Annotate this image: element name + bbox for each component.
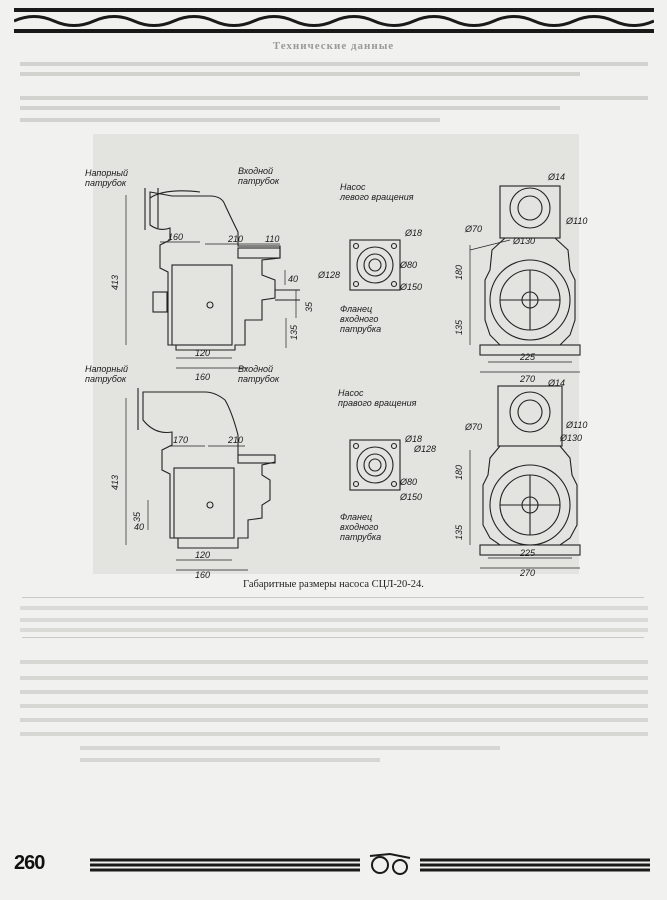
label-line: входного [340,314,378,324]
dim-label: Ø14 [547,378,565,388]
faded-text-line [20,718,648,722]
dim-label: 413 [110,275,120,290]
dim-label: 35 [304,301,314,312]
dim-label: 180 [454,465,464,480]
dim-label: 120 [195,550,210,560]
dim-label: 110 [265,234,279,244]
faded-text-line [20,62,648,66]
dim-label: 160 [195,372,210,382]
label-line: патрубка [340,532,381,542]
pump-front-view-bottom [479,385,581,556]
footer-ornament [90,852,650,875]
inlet-flange-bottom [349,439,401,491]
dim-label: Ø80 [399,260,417,270]
dim-label: 35 [132,511,142,522]
dim-label: 225 [519,352,536,362]
faded-text-line [20,660,648,664]
dimension-lines-bottom-right [469,450,580,569]
label-line: патрубок [238,176,280,186]
dim-label: 160 [195,570,210,578]
dim-label: Ø18 [404,434,422,444]
pump-front-view-top [479,185,581,356]
dim-label: Ø18 [404,228,422,238]
faded-text-line [20,606,648,610]
dimension-lines-bottom-left [125,398,248,571]
pump-side-view-bottom [137,388,276,549]
inlet-flange-top [349,239,401,291]
label-line: правого вращения [338,398,417,408]
header-ornament [14,8,654,33]
faded-table-rule [22,597,644,598]
label-line: патрубок [238,374,280,384]
faded-text-line [20,732,648,736]
dim-label: Ø70 [464,422,482,432]
dim-label: 210 [227,234,243,244]
dim-label: 270 [519,374,535,384]
faded-table-rule [22,637,644,638]
emblem-icon [369,852,411,875]
dim-label: Ø150 [399,492,422,502]
faded-text-line [20,72,580,76]
dim-label: Ø130 [559,433,582,443]
faded-text-line [20,676,648,680]
faded-text-line [20,618,648,622]
dim-label: Ø70 [464,224,482,234]
dim-label: 225 [519,548,536,558]
label-line: патрубок [85,178,127,188]
label-line: патрубок [85,374,127,384]
dim-label: Ø128 [413,444,436,454]
dim-label: 120 [195,348,210,358]
faded-text-line [20,690,648,694]
dim-label: 413 [110,475,120,490]
dim-label: Ø110 [565,420,587,430]
dim-label: Ø128 [317,270,340,280]
dim-label: Ø150 [399,282,422,292]
dim-label: 210 [227,435,243,445]
dim-label: Ø80 [399,477,417,487]
dim-label: 270 [519,568,535,578]
dim-label: 40 [134,522,144,532]
faded-text-line [80,746,500,750]
faded-text-line [20,106,560,110]
section-title: Технические данные [272,40,395,52]
dim-label: Ø14 [547,172,565,182]
dim-label: Ø110 [565,216,587,226]
dim-label: Ø130 [512,236,535,246]
label-line: входного [340,522,378,532]
faded-text-line [20,628,648,632]
dim-label: 180 [454,265,464,280]
dim-label: 40 [288,274,298,284]
dim-label: 135 [454,524,464,540]
figure-caption: Габаритные размеры насоса СЦЛ-20-24. [243,579,424,590]
faded-text-line [20,96,648,100]
label-line: левого вращения [339,192,414,202]
pump-side-view-top [144,188,300,351]
faded-text-line [20,704,648,708]
faded-text-line [80,758,380,762]
dim-label: 135 [289,324,299,340]
label-line: патрубка [340,324,381,334]
faded-text-line [20,118,440,122]
dim-label: 170 [173,435,188,445]
page-number: 260 [14,852,45,874]
dim-label: 160 [168,232,183,242]
dimension-lines-top-right [469,239,580,373]
dim-label: 135 [454,319,464,335]
dimension-lines-top-left [125,195,297,369]
